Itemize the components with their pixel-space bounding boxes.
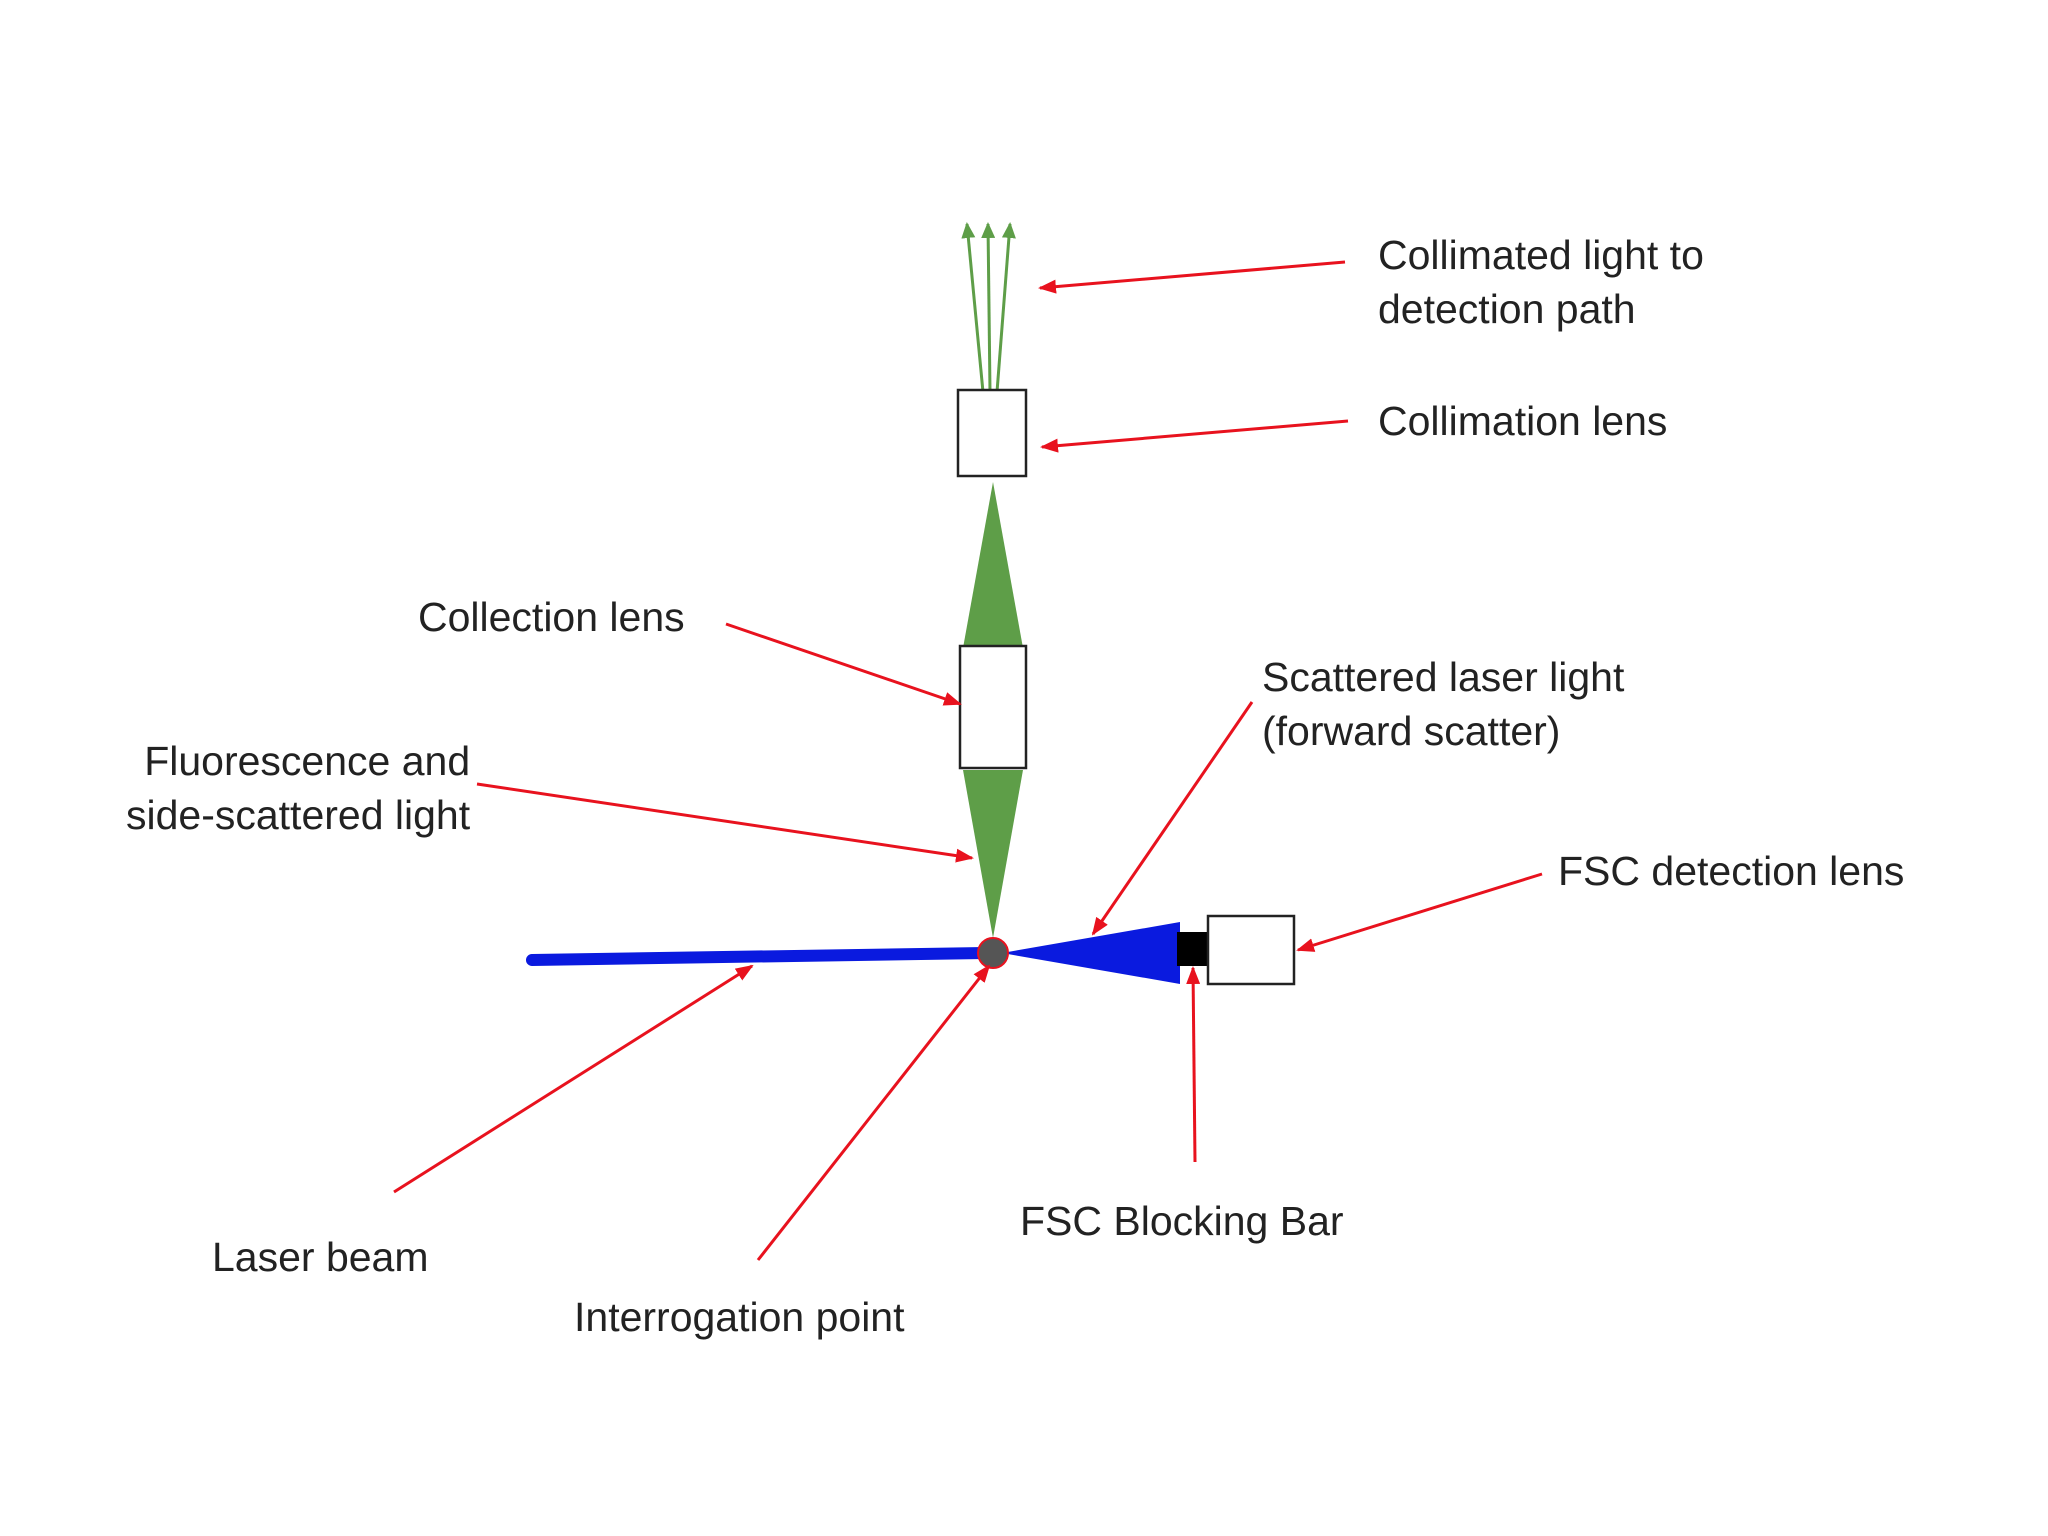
callout-arrow-fsc-blocking-bar (1186, 966, 1201, 1163)
callout-arrow-fsc-detection-lens (1296, 872, 1543, 952)
label-interrogation-point: Interrogation point (574, 1290, 905, 1344)
label-fluorescence-line2: side-scattered light (126, 792, 471, 838)
collimated-ray-right (995, 222, 1016, 393)
interrogation-point (977, 937, 1009, 969)
label-collimation-lens-text: Collimation lens (1378, 398, 1668, 444)
label-fluorescence-line1: Fluorescence and (144, 738, 471, 784)
callout-arrow-laser-beam (393, 964, 754, 1194)
label-collimated-light: Collimated light to detection path (1378, 228, 1704, 336)
label-laser-beam-text: Laser beam (212, 1234, 429, 1280)
callout-arrow-collimated-light (1038, 260, 1346, 294)
callout-arrows (393, 260, 1543, 1261)
callout-arrow-collimation-lens (1040, 419, 1349, 453)
fsc-blocking-bar (1177, 932, 1208, 966)
label-fsc-detection-lens: FSC detection lens (1558, 844, 1904, 898)
label-fsc-blocking-bar: FSC Blocking Bar (1020, 1194, 1344, 1248)
callout-arrow-fluorescence (476, 782, 974, 863)
label-fsc-detection-lens-text: FSC detection lens (1558, 848, 1905, 894)
collection-lens (958, 644, 1028, 770)
label-scattered-laser-line1: Scattered laser light (1262, 654, 1625, 700)
collimation-lens (956, 388, 1028, 478)
label-fluorescence: Fluorescence and side-scattered light (126, 734, 470, 842)
label-collection-lens-text: Collection lens (418, 594, 685, 640)
fsc-detection-lens (1206, 914, 1296, 986)
forward-scatter-cone (1002, 922, 1180, 984)
label-laser-beam: Laser beam (212, 1230, 429, 1284)
emitted-light-cone-lower (963, 770, 1023, 938)
label-fsc-blocking-bar-text: FSC Blocking Bar (1020, 1198, 1344, 1244)
label-scattered-laser-line2: (forward scatter) (1262, 708, 1561, 754)
laser-beam (526, 947, 991, 966)
label-collimation-lens: Collimation lens (1378, 394, 1667, 448)
collimated-ray-middle (981, 222, 996, 393)
label-collimated-light-line1: Collimated light to (1378, 232, 1704, 278)
collimated-ray-left (961, 222, 985, 393)
callout-arrow-interrogation-point (756, 964, 991, 1261)
callout-arrow-scattered-laser (1091, 701, 1254, 936)
label-scattered-laser: Scattered laser light (forward scatter) (1262, 650, 1624, 758)
label-collection-lens: Collection lens (418, 590, 685, 644)
label-collimated-light-line2: detection path (1378, 286, 1636, 332)
emitted-light-cone-upper (963, 482, 1023, 648)
label-interrogation-point-text: Interrogation point (574, 1294, 905, 1340)
callout-arrow-collection-lens (725, 622, 962, 706)
collimated-light-rays (961, 222, 1016, 393)
